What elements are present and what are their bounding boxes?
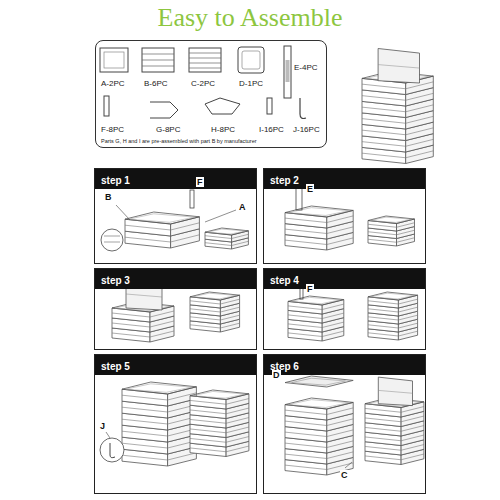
- step-number: step 5: [101, 361, 130, 372]
- callout-letter: A: [238, 202, 247, 212]
- part-count: E-4PC: [294, 63, 318, 72]
- part-count: G-8PC: [156, 125, 180, 134]
- step-number: step 4: [270, 275, 299, 286]
- step-number: step 3: [101, 275, 130, 286]
- parts-note: Parts G, H and I are pre-assembled with …: [101, 138, 257, 144]
- step-panel: step 4: [263, 268, 426, 350]
- step-header-bar: step 6: [264, 355, 425, 375]
- callout-letter: F: [306, 284, 314, 294]
- step-header-bar: step 3: [95, 269, 256, 289]
- part-count: B-6PC: [144, 79, 168, 88]
- step-header-bar: step 2: [264, 169, 425, 189]
- step-panel: step 5: [94, 354, 257, 494]
- callout-letter: C: [340, 470, 349, 480]
- step-number: step 1: [101, 175, 130, 186]
- part-count: F-8PC: [101, 125, 124, 134]
- part-count: I-16PC: [259, 125, 284, 134]
- callout-letter: J: [99, 421, 106, 431]
- part-count: A-2PC: [101, 79, 125, 88]
- page-title: Easy to Assemble: [0, 3, 500, 33]
- step-number: step 2: [270, 175, 299, 186]
- part-count: J-16PC: [293, 125, 320, 134]
- callout-letter: E: [306, 184, 314, 194]
- part-count: C-2PC: [191, 79, 215, 88]
- parts-list-box: A-2PC B-6PC C-2PC D-1PC E-4PC F-8PC G-8PC H-8PC…: [95, 40, 327, 148]
- callout-letter: F: [196, 177, 204, 187]
- step-panel: step 1: [94, 168, 257, 264]
- step-header-bar: step 4: [264, 269, 425, 289]
- part-count: D-1PC: [239, 79, 263, 88]
- step-panel: step 3: [94, 268, 257, 350]
- callout-letter: B: [104, 192, 113, 202]
- step-header-bar: step 1: [95, 169, 256, 189]
- part-count: H-8PC: [211, 125, 235, 134]
- step-panel: step 2: [263, 168, 426, 264]
- step-header-bar: step 5: [95, 355, 256, 375]
- callout-letter: D: [272, 370, 281, 380]
